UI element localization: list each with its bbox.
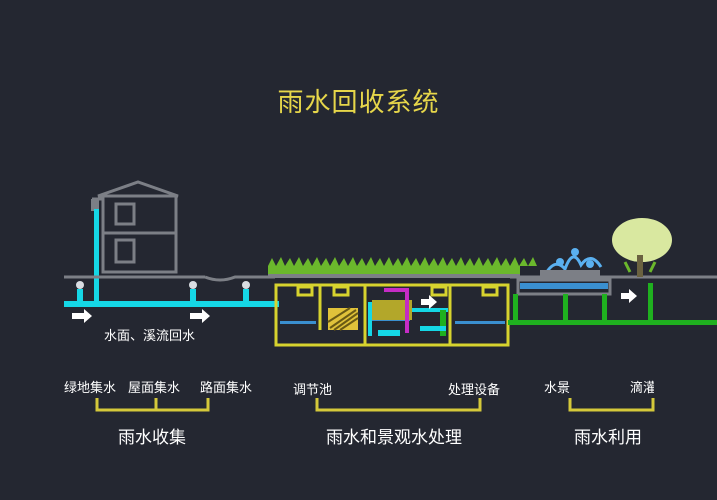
label-water-feature: 水景 — [544, 381, 571, 396]
flow-note: 水面、溪流回水 — [104, 329, 196, 344]
flow-direction-arrow — [72, 309, 210, 323]
flow-direction-arrow — [621, 289, 637, 303]
group-label-treatment: 雨水和景观水处理 — [326, 428, 462, 448]
tree-illustration — [612, 218, 672, 277]
downspout — [91, 199, 99, 211]
label-drip-irrigation: 滴灌 — [630, 381, 654, 396]
fountain-illustration — [520, 248, 608, 289]
label-regulating-pond: 调节池 — [293, 383, 333, 398]
treatment-equipment — [368, 288, 448, 336]
treatment-tank — [274, 283, 510, 347]
house-illustration — [92, 180, 179, 274]
drain-risers — [77, 289, 249, 305]
utilization-bracket — [568, 398, 655, 412]
green-roof-grass — [268, 257, 537, 274]
label-treatment-equipment: 处理设备 — [448, 383, 501, 398]
ground-slab — [268, 274, 520, 278]
label-road-collection: 路面集水 — [200, 381, 253, 396]
treatment-bracket — [315, 398, 482, 412]
group-label-utilization: 雨水利用 — [574, 428, 642, 448]
collection-bracket — [95, 398, 210, 412]
collection-main-pipe — [64, 301, 279, 307]
filter-media — [327, 307, 359, 331]
diagram-title: 雨水回收系统 — [277, 88, 440, 118]
ground-surface — [64, 275, 275, 282]
surface-drain-inlets — [76, 281, 250, 289]
label-roof-collection: 屋面集水 — [128, 381, 181, 396]
reuse-pipe-network — [508, 283, 717, 325]
flow-direction-arrow — [421, 295, 437, 309]
downspout-pipe — [94, 209, 99, 304]
group-label-collection: 雨水收集 — [118, 428, 186, 448]
label-green-space-collection: 绿地集水 — [64, 381, 117, 396]
